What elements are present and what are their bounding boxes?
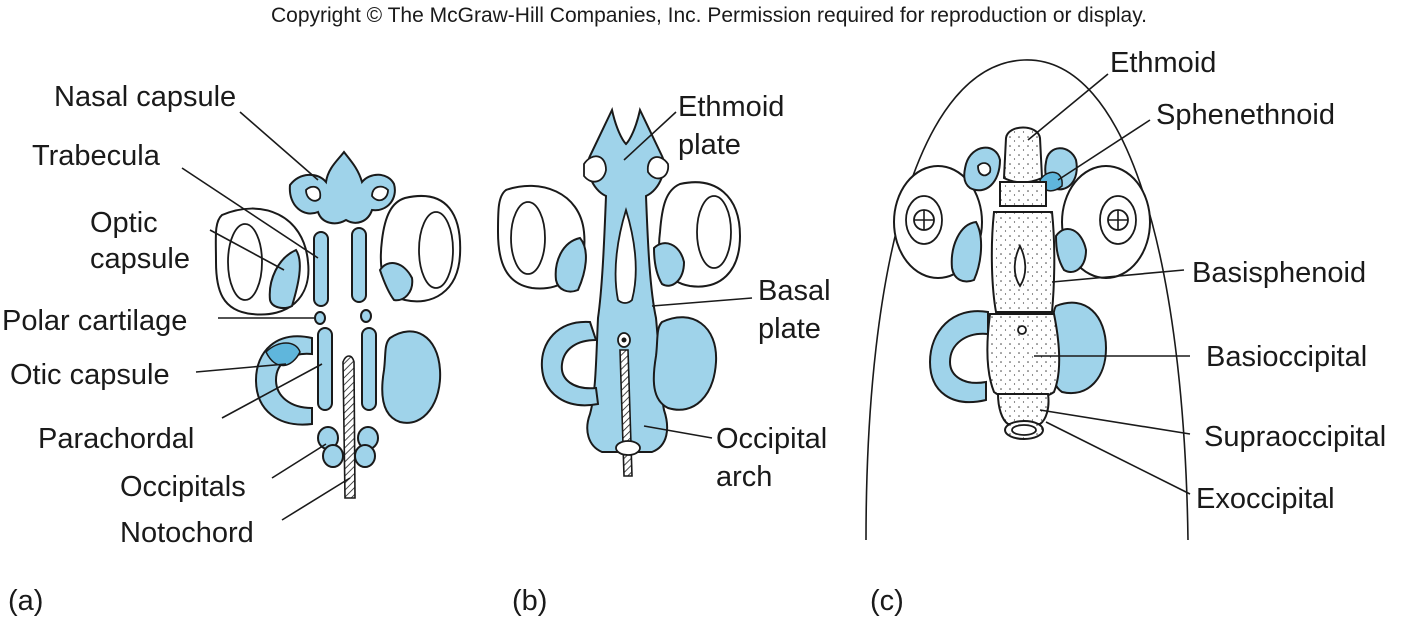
leader-basal-plate <box>651 297 753 307</box>
exoccipital-bone <box>996 393 1050 425</box>
panel-c: Ethmoid Sphenethnoid Basisphenoid Basioc… <box>865 47 1386 617</box>
panel-b-drawing <box>496 106 742 477</box>
leader-occipitals <box>271 443 327 479</box>
leader-notochord <box>281 477 351 521</box>
leader-parachordal <box>221 363 323 419</box>
label-basal-plate-line2: plate <box>758 313 821 345</box>
foramen-magnum-b <box>615 440 641 456</box>
trabecula-left <box>313 231 329 307</box>
head-outline <box>865 59 1189 541</box>
panel-b-tag: (b) <box>512 585 547 617</box>
otic-capsule-right <box>381 330 442 424</box>
otic-capsule-left-b <box>540 320 600 407</box>
parachordal-right <box>361 327 377 411</box>
leader-ethmoid-plate <box>623 111 677 161</box>
panel-a: Nasal capsule Trabecula Optic capsule Po… <box>2 81 462 617</box>
label-ethmoid: Ethmoid <box>1110 47 1216 79</box>
notochord <box>342 355 356 499</box>
nasal-capsule <box>288 150 396 225</box>
label-exoccipital: Exoccipital <box>1196 483 1335 515</box>
panel-b-leaders <box>623 111 753 439</box>
orbital-cartilage-right <box>378 262 414 302</box>
panel-c-drawing <box>865 59 1189 541</box>
otic-capsule-left-c <box>928 310 989 403</box>
orbital-cartilage-left <box>268 248 301 309</box>
label-ethmoid-plate-line1: Ethmoid <box>678 91 784 123</box>
leader-optic-capsule <box>209 229 285 271</box>
label-optic-capsule-line2: capsule <box>90 243 190 275</box>
leader-sphenethnoid <box>1057 119 1151 181</box>
label-parachordal: Parachordal <box>38 423 194 455</box>
label-occipital-arch-line1: Occipital <box>716 423 827 455</box>
leader-nasal-capsule <box>239 111 319 181</box>
panel-c-leaders <box>1027 73 1191 495</box>
label-basisphenoid: Basisphenoid <box>1192 257 1366 289</box>
orbital-cartilage-left-b <box>554 236 587 293</box>
copyright-notice: Copyright © The McGraw-Hill Companies, I… <box>271 4 1147 27</box>
label-basioccipital: Basioccipital <box>1206 341 1367 373</box>
panel-b: Ethmoid plate Basal plate Occipital arch… <box>496 91 831 617</box>
label-basal-plate-line1: Basal <box>758 275 831 307</box>
polar-cartilage-right <box>360 309 372 323</box>
orbital-cartilage-right-b <box>652 242 686 287</box>
leader-occipital-arch <box>643 425 713 439</box>
label-nasal-capsule: Nasal capsule <box>54 81 236 113</box>
label-trabecula: Trabecula <box>32 140 161 172</box>
parachordal-left <box>317 327 333 411</box>
label-occipitals: Occipitals <box>120 471 246 503</box>
label-ethmoid-plate-line2: plate <box>678 129 741 161</box>
occipital-left-2 <box>322 444 344 468</box>
leader-trabecula <box>181 167 319 259</box>
ethmoid-bone <box>1002 126 1044 184</box>
label-polar-cartilage: Polar cartilage <box>2 305 187 337</box>
panel-a-leaders <box>181 111 351 521</box>
hypophyseal-fenestra <box>614 206 637 304</box>
polar-cartilage-left <box>314 311 326 325</box>
label-occipital-arch-line2: arch <box>716 461 772 493</box>
occipital-right-2 <box>354 444 376 468</box>
panel-c-tag: (c) <box>870 585 904 617</box>
leader-otic-capsule <box>195 363 287 373</box>
label-supraoccipital: Supraoccipital <box>1204 421 1386 453</box>
optic-capsule-left-b <box>496 184 586 290</box>
leader-exoccipital <box>1045 421 1191 495</box>
label-sphenethnoid: Sphenethnoid <box>1156 99 1335 131</box>
label-notochord: Notochord <box>120 517 254 549</box>
otic-capsule-right-b <box>652 316 718 411</box>
panel-a-tag: (a) <box>8 585 43 617</box>
trabecula-right <box>351 227 367 303</box>
leader-basisphenoid <box>1051 269 1185 283</box>
label-optic-capsule-line1: Optic <box>90 207 158 239</box>
leader-ethmoid <box>1027 73 1109 141</box>
label-otic-capsule: Otic capsule <box>10 359 170 391</box>
panel-a-drawing <box>214 150 462 499</box>
leader-supraoccipital <box>1039 409 1191 435</box>
